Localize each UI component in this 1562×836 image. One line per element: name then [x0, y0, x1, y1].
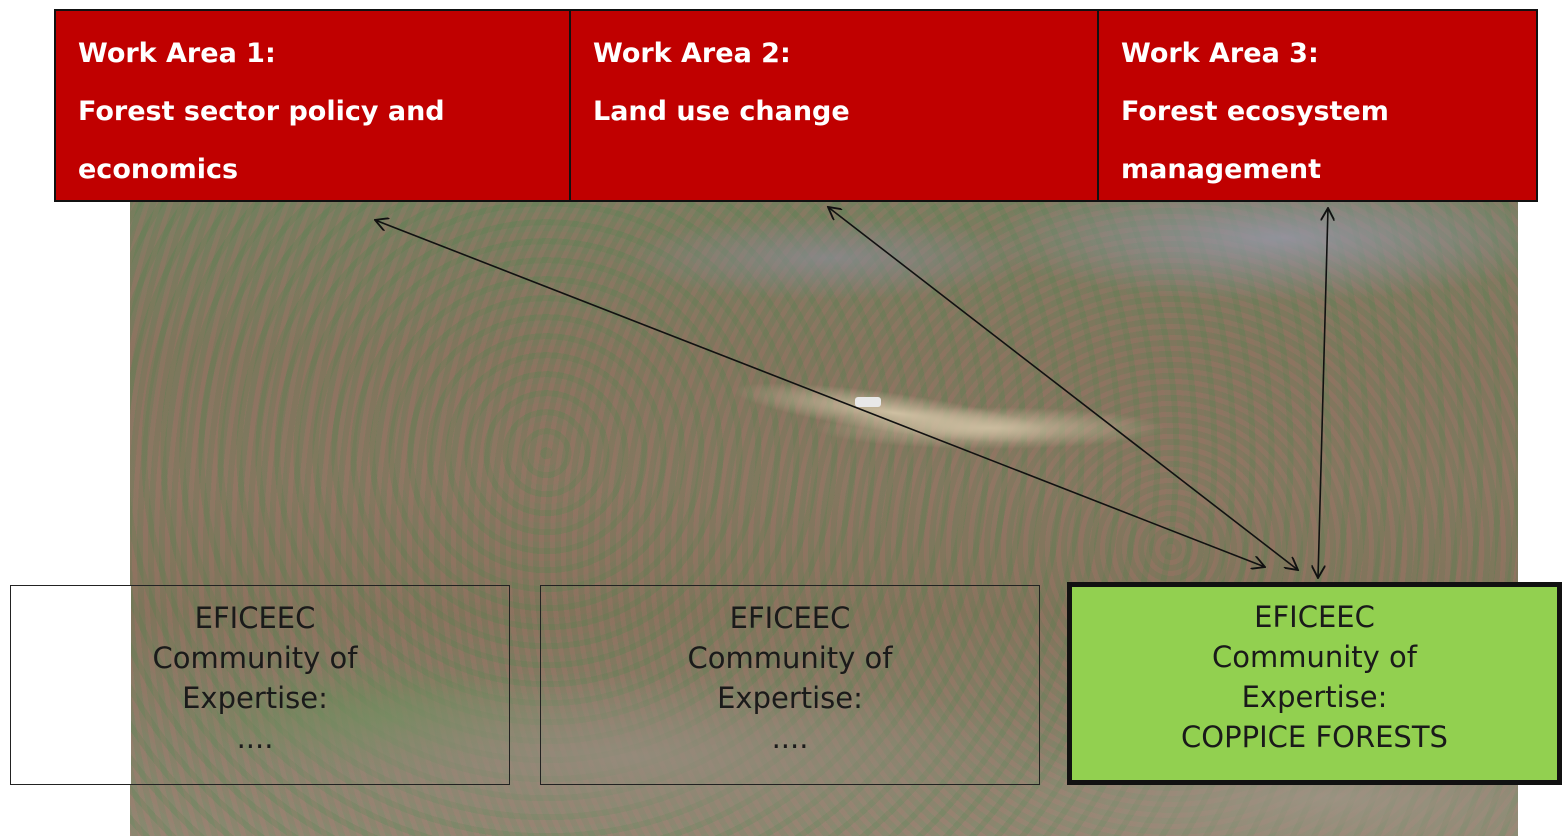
community-2-line-1: EFICEEC: [729, 601, 851, 635]
community-1-line-1: EFICEEC: [194, 601, 316, 635]
work-area-3-line-1: Forest ecosystem: [1121, 96, 1389, 127]
work-area-1-title: Work Area 1:: [78, 38, 276, 69]
community-2-line-2: Community of: [687, 641, 893, 675]
work-area-2-title: Work Area 2:: [593, 38, 791, 69]
work-area-1-box: Work Area 1: Forest sector policy and ec…: [54, 9, 571, 202]
work-area-2-box: Work Area 2: Land use change: [569, 9, 1099, 202]
community-3-line-2: Community of: [1211, 640, 1417, 674]
work-area-3-title: Work Area 3:: [1121, 38, 1319, 69]
community-1-line-2: Community of: [152, 641, 358, 675]
work-area-2-line-1: Land use change: [593, 96, 850, 127]
arrow-work-area-1: [375, 220, 1265, 567]
community-3-line-1: EFICEEC: [1254, 600, 1375, 634]
arrow-work-area-3: [1318, 208, 1328, 578]
work-area-1-line-2: economics: [78, 154, 239, 185]
community-1-line-4: ....: [236, 721, 274, 755]
work-area-1-line-1: Forest sector policy and: [78, 96, 445, 127]
arrow-work-area-2: [828, 207, 1298, 570]
community-2-line-3: Expertise:: [717, 681, 863, 715]
community-3-line-4: COPPICE FORESTS: [1181, 720, 1448, 754]
work-area-3-box: Work Area 3: Forest ecosystem management: [1097, 9, 1538, 202]
community-box-1: EFICEEC Community of Expertise: ....: [10, 585, 510, 785]
work-area-3-line-2: management: [1121, 154, 1322, 185]
community-box-coppice: EFICEEC Community of Expertise: COPPICE …: [1067, 582, 1562, 785]
community-2-line-4: ....: [771, 721, 809, 755]
community-3-line-3: Expertise:: [1241, 680, 1388, 714]
community-1-line-3: Expertise:: [182, 681, 328, 715]
community-box-2: EFICEEC Community of Expertise: ....: [540, 585, 1040, 785]
